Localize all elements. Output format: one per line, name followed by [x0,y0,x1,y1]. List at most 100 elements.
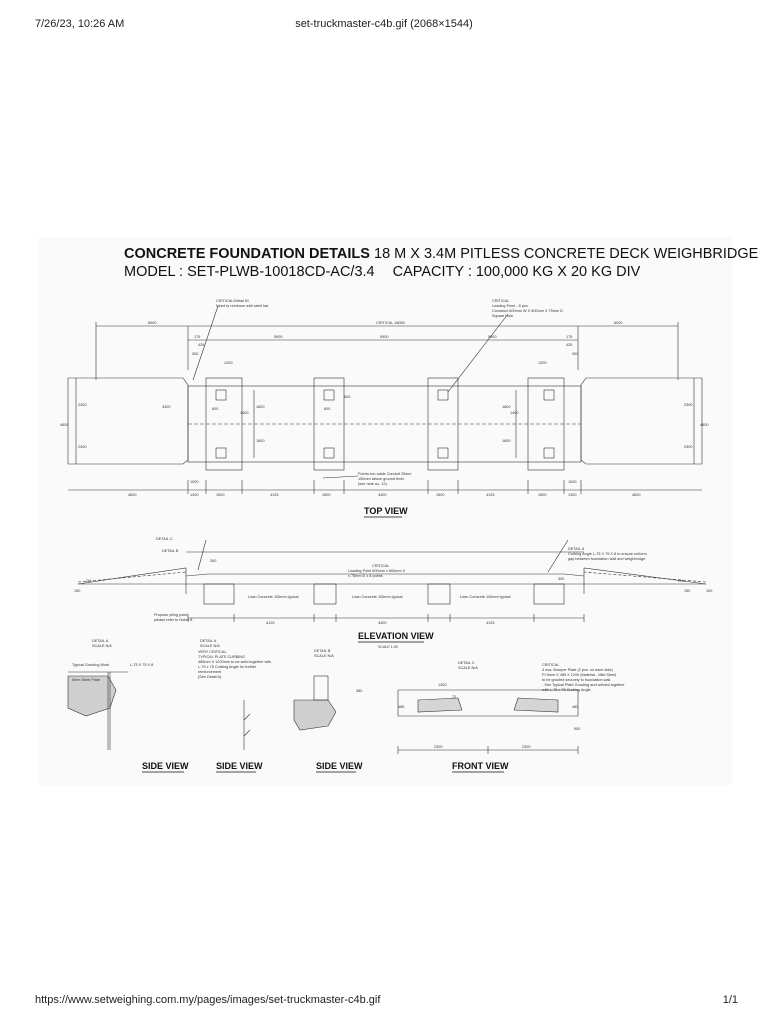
note: CRITICAL/Detail B! [216,299,249,303]
title-bold: CONCRETE FOUNDATION DETAILS [124,246,370,262]
note: gap between foundation wall and weighbri… [568,557,645,561]
dim-label: 5900 [488,335,496,339]
note: PI.9mm X 485 X 1200 (Material - Mild Ste… [542,673,617,677]
dim-label: 300 [558,577,564,581]
elev-footing [313,583,337,605]
dim-label: 4500 [128,493,136,497]
dim-label: 4125 [486,621,494,625]
dim-label: 1800 [502,405,510,409]
note: Propose piling point, [154,613,188,617]
dim-label: 5900 [380,335,388,339]
note: Construct 600mm W X 600mm X 75mm D [492,309,563,313]
dim-label: 1500 [538,493,546,497]
pier-4 [527,377,565,471]
dim-label: 1800 [256,439,264,443]
loading-point [437,447,449,459]
dim-label: 4400 [378,493,386,497]
dim-label: 4125 [270,493,278,497]
note: SCALE N/A [92,644,112,648]
note: Lean Concrete 100mm typical [460,595,511,599]
dim-label: 485 [398,705,404,709]
note: to be grouted securely to foundation wal… [542,678,611,682]
dim-label: 2300 [684,445,692,449]
dim-label: 900 [574,727,580,731]
dim-label: 1500 [322,493,330,497]
dim-label: 1500 [436,493,444,497]
loading-point [215,389,227,401]
dim-label: 2300 [78,445,86,449]
engineering-drawing: TOP VIEW ELEVATION VIEW SIDE VIEW SIDE V… [60,299,712,773]
note: L-75 x 75 Curbing Angle for further [198,665,257,669]
detail-b-block [293,699,337,731]
dim-label: 6000 [148,321,156,325]
dim-label: 380 [356,689,362,693]
note: 4 nos. Bumper Plate (2 pcs. on each side… [542,668,613,672]
pier-1 [205,377,243,471]
note: SCALE N/A [314,654,334,658]
title-rest: 18 M X 3.4M PITLESS CONCRETE DECK WEIGHB… [374,246,759,262]
side-view-label: SIDE VIEW [316,761,363,771]
note: Square Hole. [492,314,514,318]
dim-label: 175 [194,335,200,339]
side-view-label: SIDE VIEW [216,761,263,771]
dim-label: 1200 [224,361,232,365]
side-view-label: SIDE VIEW [142,761,189,771]
model-label: MODEL : SET-PLWB-10018CD-AC/3.4 [124,264,375,280]
note: DETAIL A [568,547,585,551]
dim-label: 1400 [240,411,248,415]
dim-label: 5900 [274,335,282,339]
elev-ramp-left [77,567,187,585]
note: DETAIL A [92,639,109,643]
note: G.L. [86,579,93,583]
dim-label: 300 [192,352,198,356]
note: Curbing Angle L-75 X 75 X 8 to ensure un… [568,552,647,556]
front-view-label: FRONT VIEW [452,761,509,771]
dim-label: 2300 [78,403,86,407]
dim-label: 2300 [684,403,692,407]
dim-label: 4400 [378,621,386,625]
elevation-scale: SCALE 1:30 [378,645,398,649]
dim-label: 3400 [162,405,170,409]
dim-label: 485 [572,705,578,709]
print-url: https://www.setweighing.com.my/pages/ima… [35,994,381,1006]
dim-label: 2300 [522,745,530,749]
dim-label: 175 [566,335,572,339]
note: DETAIL C [156,537,173,541]
note: Typical Grouting Work [72,663,109,667]
left-ramp [67,377,189,465]
note: CRITICAL [542,663,559,667]
dim-label: 1800 [502,439,510,443]
note: 485mm X 1200mm to be weld together with [198,660,271,664]
note: reinforcement [198,670,222,674]
loading-point [437,389,449,401]
main-deck [187,385,582,463]
loading-point [323,389,335,401]
note: (See Detail A) [198,675,222,679]
elev-footing [533,583,565,605]
note: Lean Concrete 100mm typical [352,595,403,599]
dim-label: 425 [566,343,572,347]
dim-label: 4125 [486,493,494,497]
print-datetime: 7/26/23, 10:26 AM [35,18,125,30]
dim-label: 72 [452,695,456,699]
capacity-label: CAPACITY : 100,000 KG X 20 KG DIV [392,264,641,280]
note: please refer to Notes 8 [154,618,192,622]
right-ramp [580,377,703,465]
dim-label: 1500 [216,493,224,497]
loading-point [543,389,555,401]
note: DETAIL A [200,639,217,643]
pier-3 [427,377,459,471]
dim-label: 600 [212,407,218,411]
note: G.L. [678,579,685,583]
note: VERY CRITICAL [198,650,227,654]
dim-label: 1300 [438,683,446,687]
note: TYPICAL PLATE CURBING [198,655,245,659]
dim-label: 600 [344,395,350,399]
note: SCALE N/A [458,666,478,670]
drawing-sheet [38,237,732,785]
dim-label: 300 [572,352,578,356]
note: DETAIL C [458,661,475,665]
print-page-number: 1/1 [722,994,738,1006]
dim-label: 2300 [434,745,442,749]
note: SCALE N/A [200,644,220,648]
